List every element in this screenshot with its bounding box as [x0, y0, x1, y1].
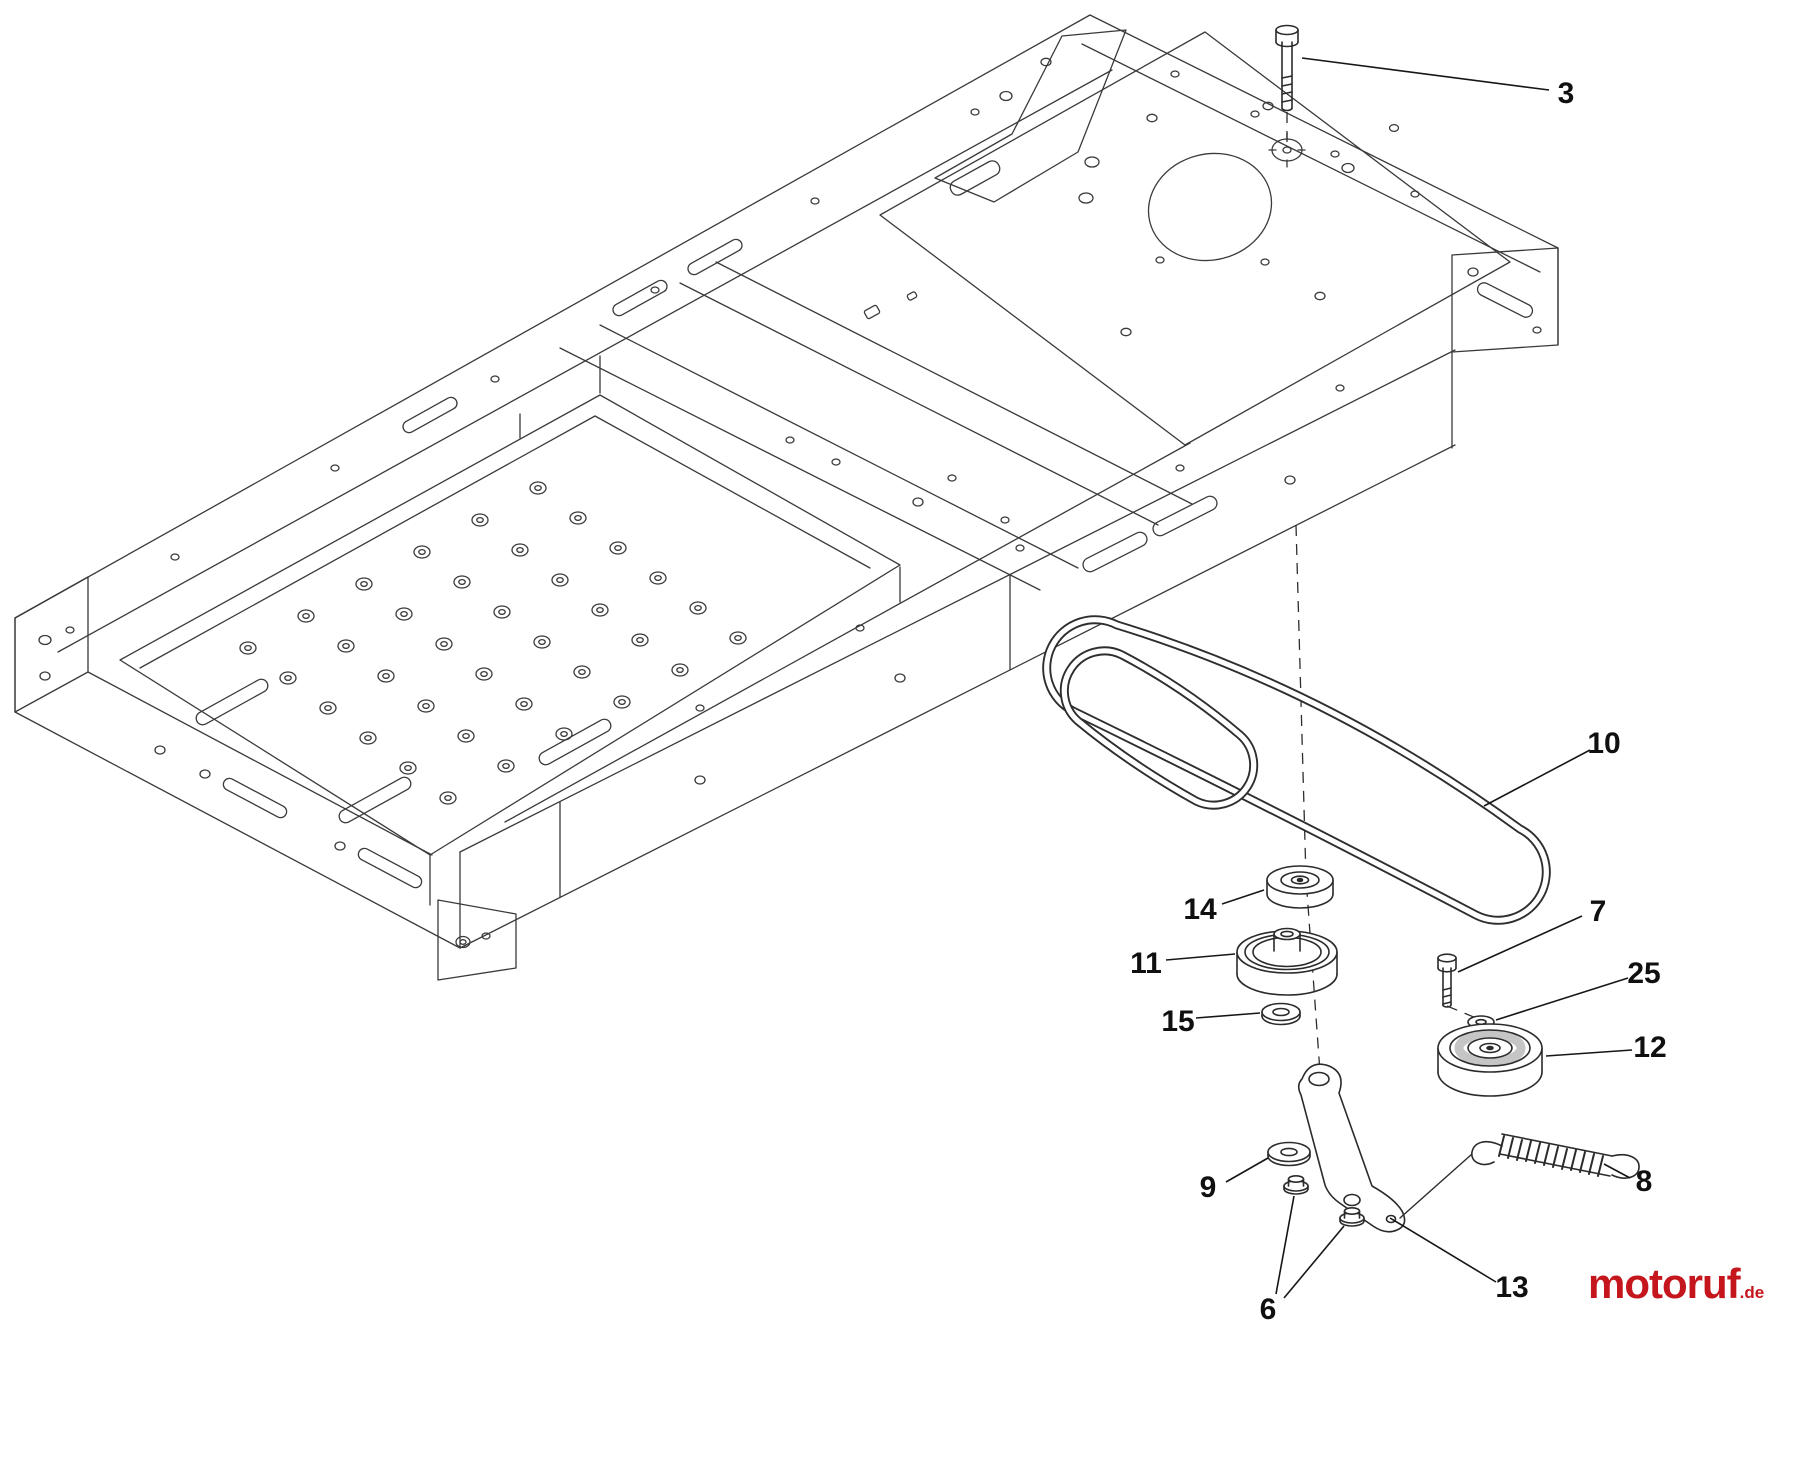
spring-8-drawing [1399, 1133, 1640, 1219]
callout-9: 9 [1199, 1171, 1217, 1204]
leader-line-6b [1283, 1225, 1345, 1299]
dimple-grid [239, 481, 747, 805]
pulley-12-drawing [1437, 1023, 1543, 1097]
leader-line-14 [1221, 889, 1265, 905]
flange-nut-6a-drawing [1283, 1175, 1309, 1195]
leader-line-15 [1195, 1012, 1261, 1019]
leader-line-8 [1603, 1163, 1631, 1179]
washer-9-drawing [1267, 1141, 1311, 1167]
callout-15: 15 [1161, 1005, 1195, 1038]
frame-drawing [14, 14, 1559, 981]
bolt-7-drawing [1437, 953, 1457, 1008]
leader-line-10 [1483, 749, 1591, 807]
bolt-3-drawing [1275, 24, 1299, 112]
callout-14: 14 [1183, 893, 1217, 926]
axis-centerline [1286, 112, 1491, 1101]
watermark-logo: motoruf.de [1588, 1260, 1764, 1308]
leader-line-6a [1275, 1195, 1295, 1295]
leader-line-25 [1495, 977, 1629, 1021]
idler-arm-13-drawing [1297, 1063, 1406, 1233]
leader-line-7 [1457, 915, 1583, 973]
engine-deck-drawing [879, 31, 1511, 446]
leader-lines [1165, 57, 1633, 1299]
leader-line-13 [1389, 1217, 1497, 1283]
footplate-drawing [119, 355, 901, 906]
leader-line-3 [1301, 57, 1550, 91]
callout-8: 8 [1635, 1165, 1653, 1198]
pulley-14-drawing [1266, 865, 1334, 909]
washer-15-drawing [1261, 1002, 1301, 1026]
callout-3: 3 [1557, 77, 1575, 110]
callout-25: 25 [1627, 957, 1661, 990]
right-bracket-drawing [1451, 247, 1559, 353]
callout-10: 10 [1587, 727, 1621, 760]
leader-line-12 [1545, 1049, 1633, 1057]
watermark-brand-text: motoruf [1588, 1260, 1741, 1307]
flange-nut-6b-drawing [1339, 1207, 1365, 1227]
callout-13: 13 [1495, 1271, 1529, 1304]
callout-7: 7 [1589, 895, 1607, 928]
pulley-11-drawing [1236, 927, 1338, 996]
callout-6: 6 [1259, 1293, 1277, 1326]
callout-12: 12 [1633, 1031, 1667, 1064]
callout-11: 11 [1130, 947, 1162, 980]
upper-bracket-drawing [934, 29, 1127, 203]
leader-line-9 [1225, 1157, 1269, 1183]
belt-10-drawing [1042, 615, 1551, 925]
leader-line-11 [1165, 953, 1236, 961]
watermark-tld-text: .de [1739, 1283, 1765, 1302]
